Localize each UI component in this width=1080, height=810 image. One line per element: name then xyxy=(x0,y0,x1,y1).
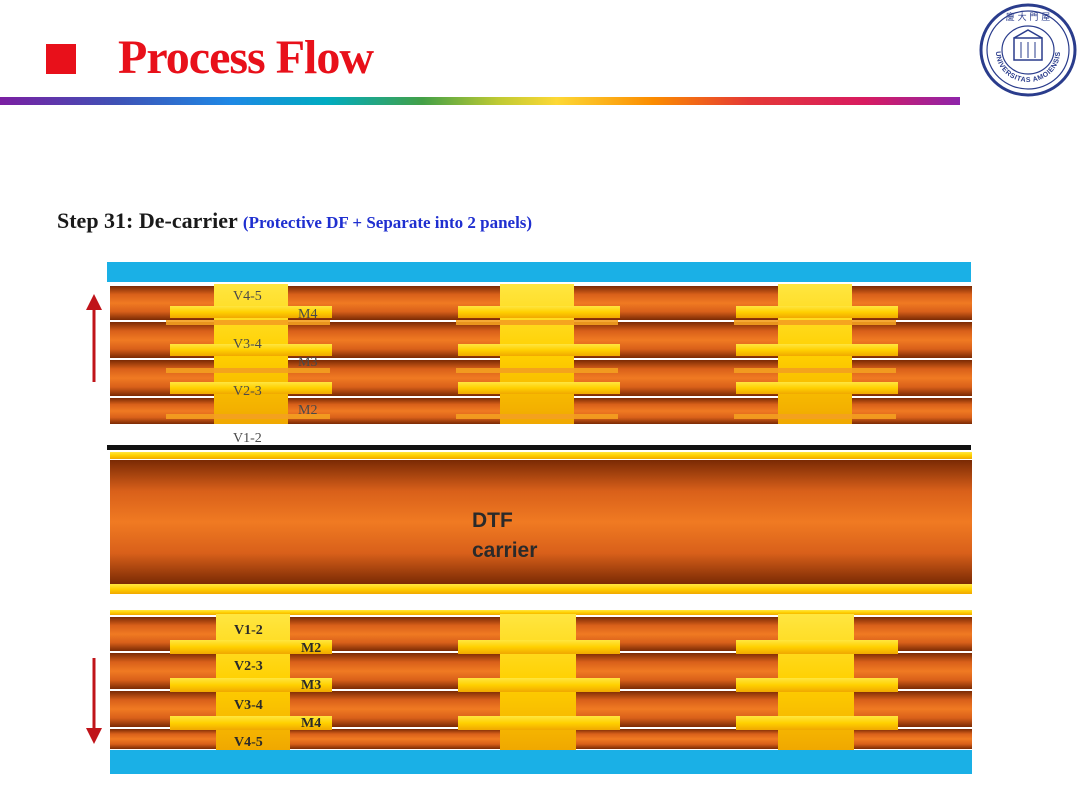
step-title: Step 31: De-carrier xyxy=(57,208,238,233)
carrier-black-line xyxy=(107,445,971,450)
top-label-v1-2: V1-2 xyxy=(233,431,262,446)
title-bullet-square xyxy=(46,44,76,74)
top-protective-film xyxy=(107,262,971,282)
bottom-label-v1-2: V1-2 xyxy=(234,623,263,638)
top-label-v2-3: V2-3 xyxy=(233,384,262,399)
step-heading: Step 31: De-carrier (Protective DF + Sep… xyxy=(57,208,532,234)
top-label-m4: M4 xyxy=(298,307,317,322)
top-copper-thin-lines xyxy=(166,320,896,419)
dtf-carrier: DTF carrier xyxy=(107,445,972,594)
separation-arrow-up xyxy=(86,294,102,382)
bottom-label-v3-4: V3-4 xyxy=(234,698,263,713)
top-panel: V4-5 M4 V3-4 M3 V2-3 M2 V1-2 xyxy=(107,262,972,446)
carrier-core xyxy=(110,460,972,584)
top-label-m3: M3 xyxy=(298,355,317,370)
carrier-label-line1: DTF xyxy=(472,509,513,532)
carrier-bottom-copper xyxy=(110,584,972,594)
bottom-copper-features xyxy=(170,614,898,750)
title-underline-rainbow xyxy=(0,97,960,105)
university-seal-logo: UNIVERSITAS AMOIENSIS 廈 大 門 屋 xyxy=(979,3,1077,97)
bottom-label-m2: M2 xyxy=(301,641,321,656)
top-label-v3-4: V3-4 xyxy=(233,337,262,352)
bottom-protective-film xyxy=(110,750,972,774)
carrier-top-copper xyxy=(110,452,972,459)
top-copper-features xyxy=(170,284,898,424)
bottom-label-v4-5: V4-5 xyxy=(234,735,263,750)
bottom-label-m3: M3 xyxy=(301,678,321,693)
separation-arrow-down xyxy=(86,658,102,744)
carrier-label-line2: carrier xyxy=(472,539,537,562)
seal-top-text: 廈 大 門 屋 xyxy=(1006,11,1051,23)
top-label-m2: M2 xyxy=(298,403,317,418)
bottom-panel: V1-2 M2 V2-3 M3 V3-4 M4 V4-5 xyxy=(110,610,972,774)
decarrier-cross-section-diagram: V4-5 M4 V3-4 M3 V2-3 M2 V1-2 DTF carrier xyxy=(86,262,972,774)
page-title: Process Flow xyxy=(118,31,374,84)
bottom-label-v2-3: V2-3 xyxy=(234,659,263,674)
bottom-label-m4: M4 xyxy=(301,716,321,731)
top-label-v4-5: V4-5 xyxy=(233,289,262,304)
step-subtitle: (Protective DF + Separate into 2 panels) xyxy=(242,213,533,232)
bottom-top-copper-strip xyxy=(110,610,972,615)
